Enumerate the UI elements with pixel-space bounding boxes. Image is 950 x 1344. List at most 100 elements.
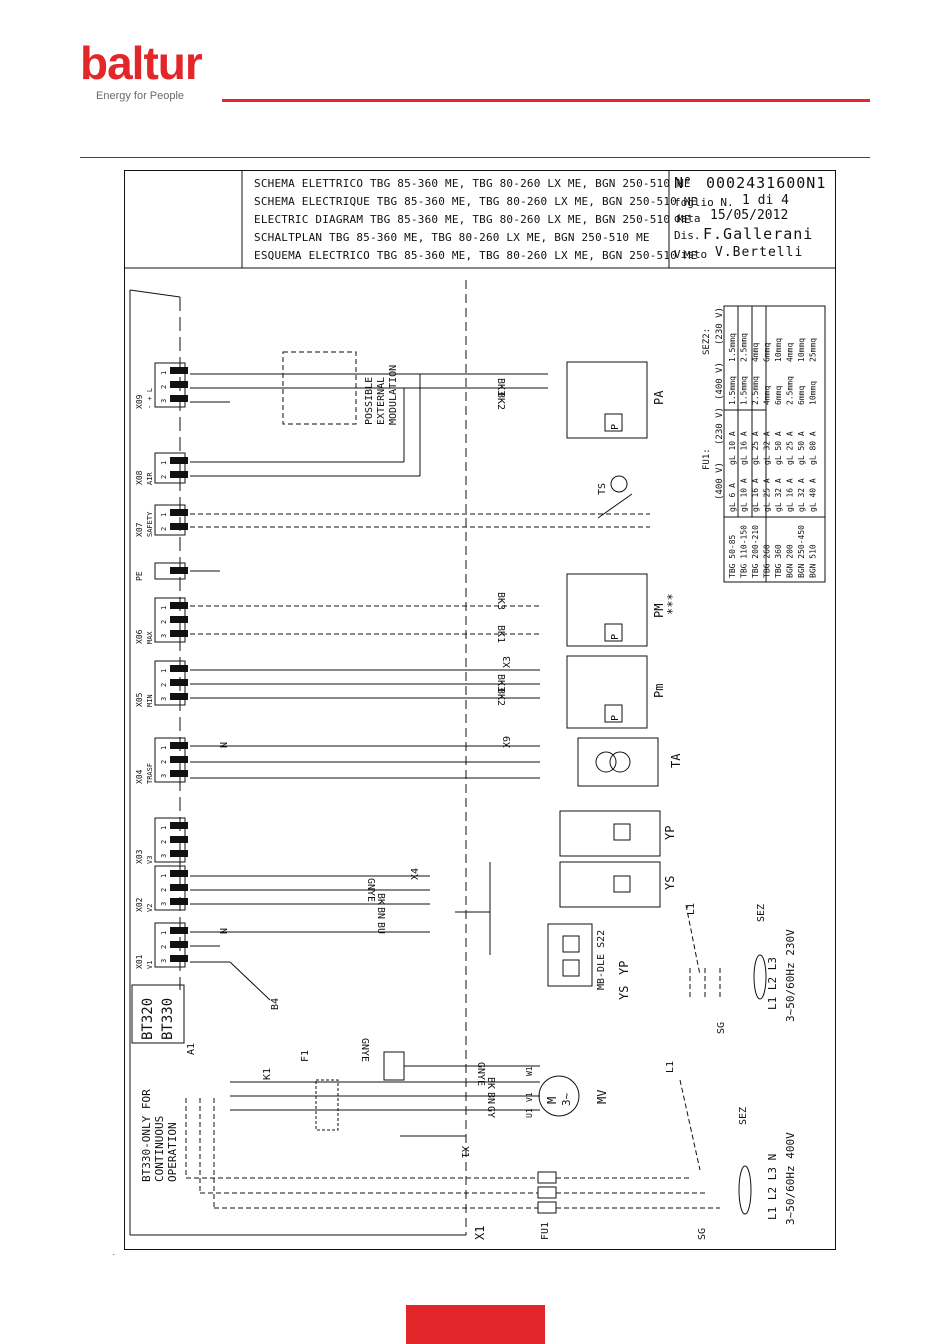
- terminal-pin-number: 1: [160, 513, 168, 517]
- sez2-400-cell: 2.5mmq: [786, 376, 795, 405]
- sez2-230-cell: 4mmq: [786, 343, 795, 362]
- sez2-col-230: (230 V): [715, 307, 725, 345]
- page-number-tab: [406, 1305, 545, 1344]
- fu1-header: FU1:: [702, 448, 712, 470]
- terminal-function: MAX: [146, 631, 154, 644]
- terminal-pin: [170, 665, 188, 672]
- bn-wire-label: BN: [375, 907, 386, 919]
- terminal-pin: [170, 756, 188, 763]
- yp-label: YP: [663, 826, 677, 840]
- bt330-note-3: OPERATION: [166, 1122, 179, 1182]
- terminal-pin: [170, 367, 188, 374]
- terminal-pin-number: 2: [160, 475, 168, 479]
- controller-label-bt330: BT330: [160, 998, 176, 1040]
- mb-dle-box: [547, 923, 593, 987]
- fu1-230-cell: gL 32 A: [763, 431, 772, 465]
- x4-label: X4: [410, 868, 421, 880]
- mb-dle-coil-1: [562, 935, 580, 953]
- ta-coil-1: [595, 751, 617, 773]
- terminal-pin-number: 3: [160, 697, 168, 701]
- ys-coil: [613, 875, 631, 893]
- bk3-label-pmin: BK3: [495, 674, 506, 692]
- fu1-400-cell: gL 32 A: [774, 478, 783, 512]
- logo-tagline: Energy for People: [96, 90, 185, 102]
- controller-box: [131, 984, 185, 1044]
- sez2-400-cell: 4mmq: [763, 386, 772, 405]
- a1-label: A1: [186, 1043, 197, 1055]
- fu1-400-cell: gL 16 A: [751, 478, 760, 512]
- drawn-label: Dis.: [674, 229, 701, 242]
- fuse-model-cell: TBG 110-150: [740, 525, 749, 578]
- fuse-table-text: FU1: SEZ2: (400 V) (230 V) (400 V) (230 …: [702, 307, 725, 500]
- yp-box: [559, 810, 661, 857]
- terminal-pin-number: 3: [160, 959, 168, 963]
- terminal-pin: [170, 630, 188, 637]
- ta-label: TA: [669, 753, 683, 768]
- title-es: ESQUEMA ELECTRICO TBG 85-360 ME, TBG 80-…: [254, 249, 698, 262]
- terminal-pin: [170, 693, 188, 700]
- fu1-230-cell: gL 50 A: [774, 431, 783, 465]
- terminal-name: X03: [135, 849, 144, 864]
- terminal-pin-number: 3: [160, 774, 168, 778]
- terminal-pin: [170, 836, 188, 843]
- sez2-230-cell: 2.5mmq: [740, 333, 749, 362]
- sez2-400-cell: 2.5mmq: [751, 376, 760, 405]
- drawn-by: F.Gallerani: [703, 225, 814, 243]
- sheet-number: 1 di 4: [742, 193, 789, 208]
- schematic-labels: POSSIBLE EXTERNAL MODULATION BK3 BK2 PA …: [140, 365, 797, 1240]
- sez2-400-cell: 1.5mmq: [728, 376, 737, 405]
- terminal-pin: [170, 884, 188, 891]
- earth-plate: [383, 1051, 405, 1081]
- terminal-name: X09: [135, 394, 144, 409]
- bt330-note-1: BT330-ONLY FOR: [140, 1089, 153, 1182]
- terminal-body: [154, 504, 186, 536]
- terminal-function: MIN: [146, 694, 154, 707]
- ts-label: TS: [597, 483, 608, 495]
- terminal-block-pe: PE: [135, 562, 188, 581]
- fu1-230-cell: gL 50 A: [797, 431, 806, 465]
- terminal-pin: [170, 941, 188, 948]
- fu1-col-400: (400 V): [715, 462, 725, 500]
- terminal-pin: [170, 770, 188, 777]
- supply-400-label: L1 L2 L3 N: [766, 1154, 779, 1220]
- pa-p-label: P: [610, 424, 621, 430]
- mb-dle-label: MB-DLE S22: [596, 930, 607, 990]
- terminal-pin-number: 1: [160, 746, 168, 750]
- bt330-note-2: CONTINUOUS: [153, 1116, 166, 1182]
- x1-label-top: X1: [459, 1146, 470, 1158]
- sez2-400-cell: 6mmq: [774, 386, 783, 405]
- fuse-model-cell: TBG 260: [763, 544, 772, 578]
- fu1-230-cell: gL 80 A: [809, 431, 818, 465]
- drawing-frame: [124, 170, 836, 1250]
- sez-label-1: SEZ: [738, 1107, 749, 1125]
- pm-min-label: Pm: [652, 684, 666, 698]
- terminal-body: [154, 452, 186, 484]
- terminal-name: X05: [135, 692, 144, 707]
- terminal-pin: [170, 850, 188, 857]
- f1-relay-box: [315, 1079, 339, 1131]
- terminal-pin: [170, 523, 188, 530]
- terminal-pin: [170, 457, 188, 464]
- header-blue-rule: [80, 157, 870, 158]
- gnye-wire-label: GNYE: [365, 878, 376, 902]
- fu1-label: FU1: [540, 1222, 551, 1240]
- ts-symbol: [610, 475, 628, 493]
- modulation-label-2: EXTERNAL: [376, 377, 387, 425]
- bk2-label-pmin: BK2: [495, 688, 506, 706]
- terminal-pin: [170, 567, 188, 574]
- sez2-400-cell: 10mmq: [809, 381, 818, 405]
- title-it: SCHEMA ELETTRICO TBG 85-360 ME, TBG 80-2…: [254, 177, 691, 190]
- terminal-function: V1: [146, 961, 154, 969]
- bn-motor-label: BN: [485, 1092, 496, 1104]
- sez2-230-cell: 4mmq: [751, 343, 760, 362]
- terminal-pin: [170, 742, 188, 749]
- terminal-name: X01: [135, 954, 144, 969]
- sez2-400-cell: 1.5mmq: [740, 376, 749, 405]
